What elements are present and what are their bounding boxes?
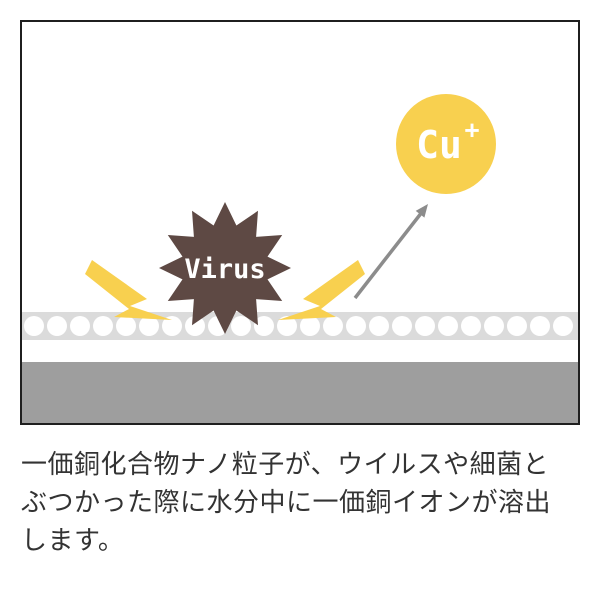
nanoparticle-icon xyxy=(185,316,205,336)
nanoparticle-icon xyxy=(323,316,343,336)
caption: 一価銅化合物ナノ粒子が、ウイルスや細菌と ぶつかった際に水分中に一価銅イオンが溶… xyxy=(21,446,583,560)
caption-line-3: します。 xyxy=(21,526,125,556)
nanoparticle-icon xyxy=(277,316,297,336)
nanoparticle-icon xyxy=(438,316,458,336)
elution-arrow-head-icon xyxy=(415,204,428,218)
nanoparticle-icon xyxy=(392,316,412,336)
nanoparticle-icon xyxy=(93,316,113,336)
nanoparticle-icon xyxy=(116,316,136,336)
nanoparticle-icon xyxy=(507,316,527,336)
surface-particles xyxy=(24,316,573,336)
cu-ion-circle xyxy=(396,94,496,194)
nanoparticle-icon xyxy=(162,316,182,336)
nanoparticle-icon xyxy=(300,316,320,336)
nanoparticle-icon xyxy=(254,316,274,336)
cu-ion-label: Cu xyxy=(416,123,462,167)
nanoparticle-icon xyxy=(369,316,389,336)
virus-burst-icon xyxy=(159,202,291,334)
impact-flash-right-icon xyxy=(278,260,365,320)
impact-flash-left-icon xyxy=(85,260,172,320)
caption-line-2: ぶつかった際に水分中に一価銅イオンが溶出 xyxy=(21,488,552,518)
caption-line-1: 一価銅化合物ナノ粒子が、ウイルスや細菌と xyxy=(21,450,550,480)
diagram-frame: Virus Cu + xyxy=(20,20,580,425)
surface-dark-band xyxy=(22,362,578,423)
elution-arrow-line xyxy=(353,212,422,300)
diagram-canvas: Virus Cu + xyxy=(22,94,578,423)
nanoparticle-icon xyxy=(553,316,573,336)
nanoparticle-icon xyxy=(24,316,44,336)
nanoparticle-icon xyxy=(346,316,366,336)
nanoparticle-icon xyxy=(139,316,159,336)
nanoparticle-icon xyxy=(70,316,90,336)
nanoparticle-icon xyxy=(484,316,504,336)
nanoparticle-icon xyxy=(461,316,481,336)
nanoparticle-icon xyxy=(530,316,550,336)
nanoparticle-icon xyxy=(47,316,67,336)
nanoparticle-icon xyxy=(231,316,251,336)
cu-ion-charge-label: + xyxy=(464,115,479,144)
nanoparticle-icon xyxy=(415,316,435,336)
virus-label: Virus xyxy=(184,254,265,285)
